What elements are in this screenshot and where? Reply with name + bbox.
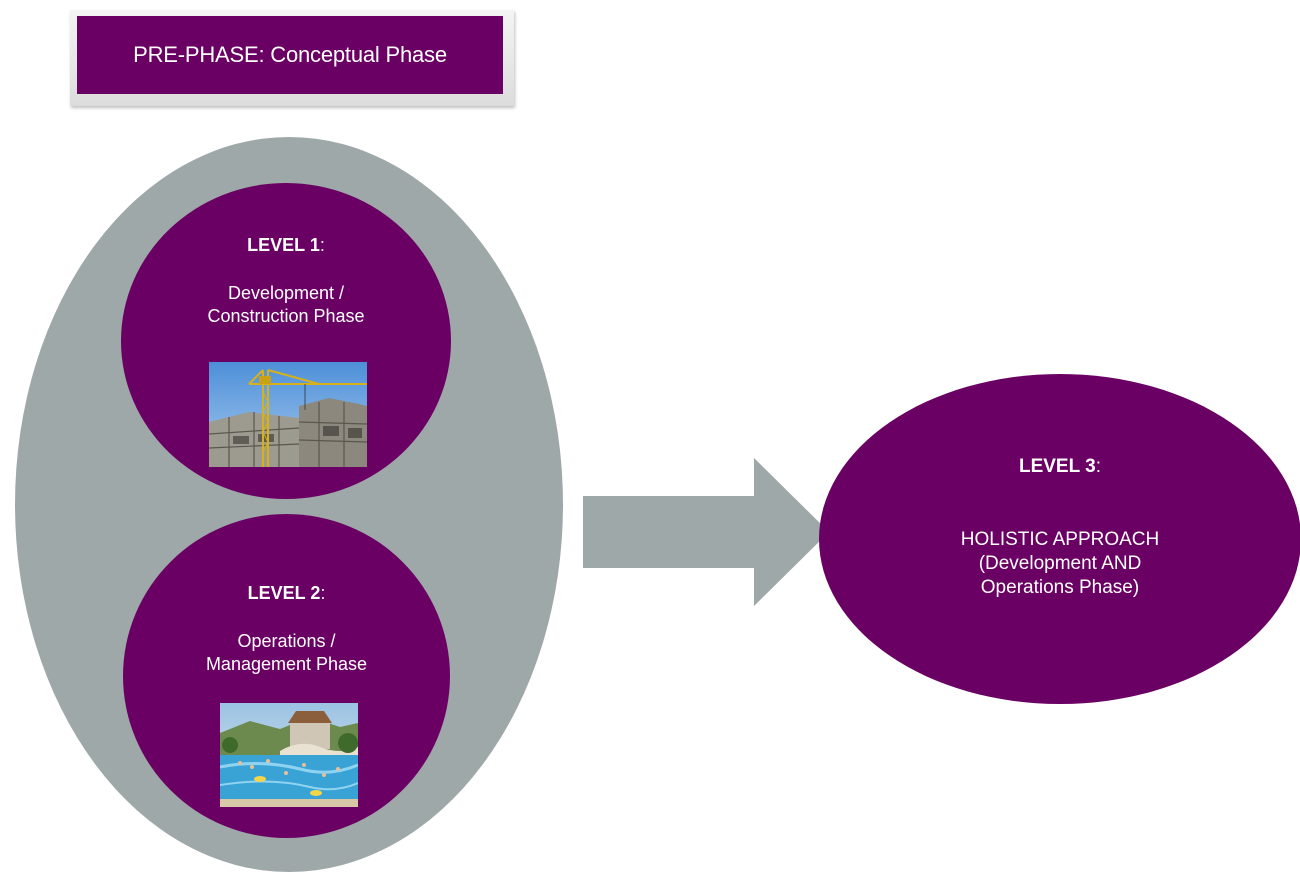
level-1-description: Development / Construction Phase: [207, 283, 365, 326]
level-2-description: Operations / Management Phase: [205, 631, 368, 674]
prephase-box: PRE-PHASE: Conceptual Phase: [77, 16, 503, 94]
level-2-circle: LEVEL 2: Operations / Management Phase: [123, 514, 450, 838]
prephase-label: PRE-PHASE: Conceptual Phase: [133, 42, 447, 67]
level-1-circle: LEVEL 1: Development / Construction Phas…: [121, 183, 451, 499]
waterpark-photo: [220, 703, 358, 807]
level-1-title: LEVEL 1:: [247, 235, 325, 255]
level-3-description: HOLISTIC APPROACH (Development AND Opera…: [960, 529, 1160, 598]
level-2-title: LEVEL 2:: [247, 583, 326, 603]
level-3-circle: LEVEL 3: HOLISTIC APPROACH (Development …: [819, 374, 1300, 704]
level-3-title: LEVEL 3:: [1018, 456, 1101, 477]
right-arrow-icon: [583, 458, 829, 606]
construction-crane-photo: [209, 362, 367, 467]
